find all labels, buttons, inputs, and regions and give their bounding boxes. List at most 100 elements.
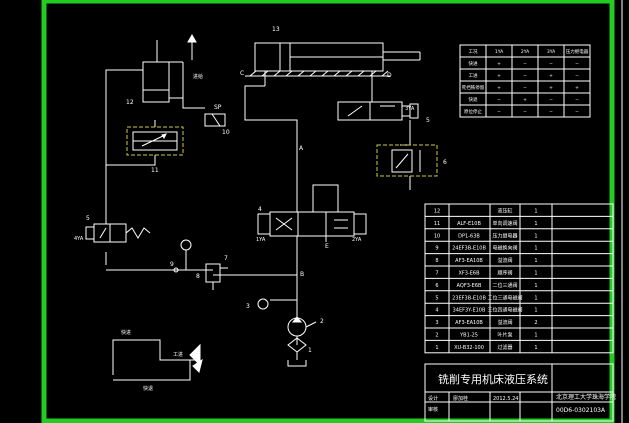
label-work-in: 工进: [173, 351, 183, 358]
label-C: C: [240, 70, 244, 77]
action-table-cell: 死挡铁停留: [462, 84, 485, 91]
action-table-cell: −: [575, 98, 579, 103]
label-7: 7: [224, 255, 228, 262]
solenoid-valve-5-left: [85, 223, 151, 243]
pressure-switch-10: [204, 113, 226, 127]
part-model: 34EF3Y-E10B: [453, 308, 486, 314]
action-table-cell: +: [549, 85, 553, 91]
part-quantity: 2: [534, 320, 537, 326]
action-table-cell: +: [497, 73, 501, 79]
part-number: 7: [435, 271, 438, 277]
part-description: 溢流阀: [497, 319, 512, 326]
design-label: 设计: [428, 395, 438, 402]
action-table-header-cell: 工况: [469, 49, 478, 55]
title-block: [424, 363, 614, 422]
part-model: AQF3-E6B: [457, 283, 482, 289]
part-model: 23EF3B-E10B: [452, 295, 486, 301]
part-description: 单向调速阀: [492, 220, 517, 227]
label-D: D: [387, 72, 392, 79]
label-1ya: 1YA: [256, 237, 266, 243]
part-number: 6: [435, 283, 438, 289]
part-quantity: 1: [534, 233, 537, 239]
part-description: 二位三通电磁阀: [487, 294, 522, 301]
part-quantity: 1: [534, 209, 537, 215]
label-5-top: 5: [426, 117, 430, 124]
speed-valve-11: [126, 126, 184, 156]
label-6: 6: [443, 159, 447, 166]
part-number: 9: [435, 246, 438, 252]
action-table-cell: −: [497, 110, 501, 115]
part-quantity: 1: [534, 258, 537, 264]
action-table-cell: 原位停止: [464, 108, 482, 115]
action-table-cell: −: [497, 98, 501, 103]
label-8: 8: [196, 273, 200, 280]
cycle-diagram: [112, 339, 203, 381]
part-number: 8: [435, 258, 438, 264]
action-table-cell: −: [575, 74, 579, 79]
action-table-cell: −: [575, 110, 579, 115]
label-11: 11: [151, 167, 159, 174]
label-5-left: 5: [86, 215, 90, 222]
action-table-header-cell: 压力继电器: [566, 48, 589, 55]
school-name: 北京理工大学珠海学院: [556, 393, 616, 401]
part-model: DP1-63B: [458, 233, 480, 239]
part-quantity: 1: [534, 271, 537, 277]
part-model: ALF-E10B: [457, 221, 481, 227]
label-4ya: 4YA: [74, 236, 84, 242]
part-description: 三位四通电磁阀: [487, 307, 522, 314]
drawing-date: 2012.5.24: [493, 396, 518, 402]
part-quantity: 1: [534, 295, 537, 301]
pressure-gauge-3: [257, 298, 269, 310]
action-table-cell: −: [523, 62, 527, 67]
part-model: AF3-EA10B: [455, 320, 483, 326]
part-description: 二位三通阀: [492, 282, 517, 289]
pump-2: [287, 316, 317, 345]
drawing-number: 00D6-0302103A: [556, 407, 606, 414]
part-number: 3: [435, 320, 438, 326]
label-feed: 进给: [193, 73, 203, 80]
drawing-border: [41, 0, 615, 423]
part-number: 10: [434, 233, 440, 239]
label-12: 12: [126, 99, 134, 106]
part-quantity: 1: [534, 221, 537, 227]
label-3ya: 3YA: [405, 106, 415, 112]
part-description: 顺序阀: [497, 270, 512, 277]
part-description: 过滤器: [497, 344, 512, 351]
cylinder-12: [142, 33, 197, 103]
action-table-header-cell: 1YA: [495, 49, 504, 55]
label-9: 9: [170, 261, 174, 268]
part-model: AF3-EA10B: [455, 258, 483, 264]
sequence-valve-6: [376, 144, 438, 177]
part-description: 溢流阀: [497, 257, 512, 264]
action-table-cell: +: [575, 85, 579, 91]
label-3: 3: [246, 303, 250, 310]
part-quantity: 1: [534, 345, 537, 351]
label-10: 10: [222, 129, 230, 136]
label-13: 13: [272, 26, 280, 33]
label-fast-out: 快退: [143, 385, 153, 392]
action-table-cell: +: [497, 85, 501, 91]
label-sp: SP: [214, 104, 222, 111]
parts-table-row: 11 ALF-E10B 单向调速阀 1: [434, 220, 538, 227]
part-model: XU-B32-100: [454, 345, 484, 351]
label-E: E: [325, 243, 329, 250]
pipe-lines: [105, 69, 411, 318]
part-number: 11: [434, 221, 440, 227]
part-number: 5: [435, 295, 438, 301]
part-model: XF3-E6B: [458, 271, 480, 277]
action-table-cell: −: [575, 62, 579, 67]
part-description: 电磁换向阀: [492, 245, 517, 252]
action-table-cell: 工进: [469, 72, 478, 79]
parts-table-row: 3 AF3-EA10B 溢流阀 2: [435, 319, 537, 326]
action-table-cell: −: [523, 110, 527, 115]
label-4: 4: [258, 206, 262, 213]
action-table-header-cell: 3YA: [547, 49, 556, 55]
label-1: 1: [308, 347, 312, 354]
